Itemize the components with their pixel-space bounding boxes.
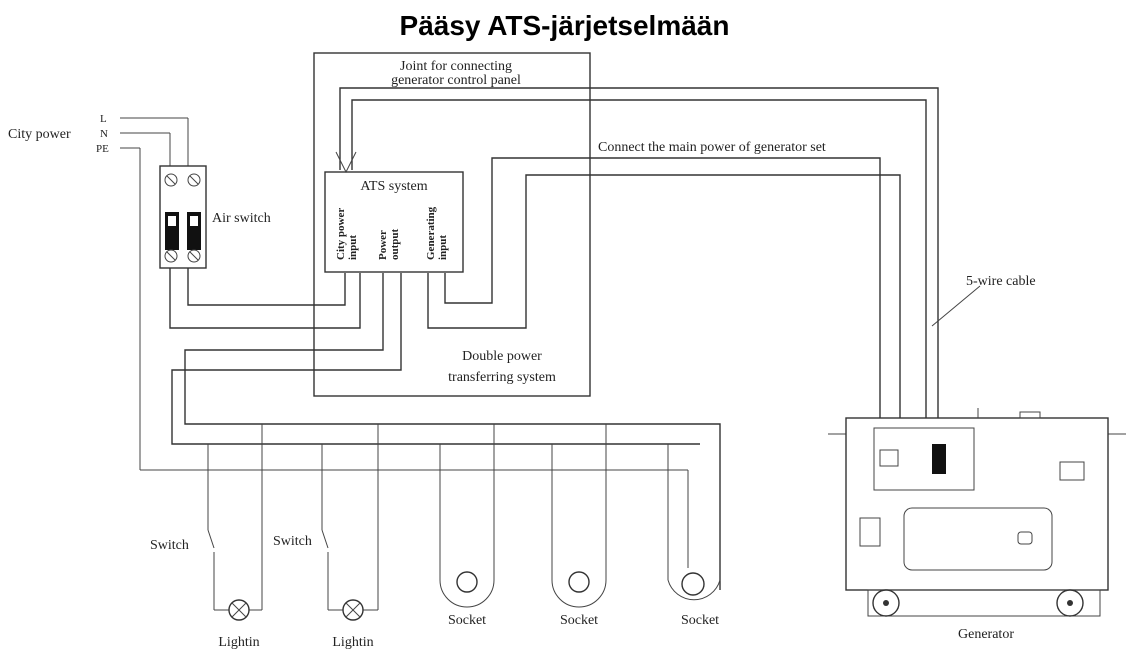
socket-label-1: Socket	[448, 613, 486, 628]
connect-main-label: Connect the main power of generator set	[598, 140, 826, 155]
line-l-label: L	[100, 113, 107, 125]
plug-icon	[879, 449, 899, 467]
socket-icon-2	[568, 571, 590, 593]
connector-icon	[932, 444, 946, 474]
socket-label-2: Socket	[560, 613, 598, 628]
generator-label: Generator	[958, 627, 1014, 642]
lighting-label-2: Lightin	[332, 635, 373, 650]
city-power-input-line2: input	[347, 235, 359, 260]
air-switch	[159, 165, 207, 269]
ats-system-label: ATS system	[360, 179, 427, 194]
switch-label-1: Switch	[150, 538, 189, 553]
socket-label-3: Socket	[681, 613, 719, 628]
socket-icon-1	[456, 571, 478, 593]
five-wire-leader	[931, 285, 981, 327]
power-output-line1: Power	[377, 230, 389, 260]
power-output-line2: output	[389, 228, 401, 260]
double-power-label-line2: transferring system	[448, 370, 556, 385]
socket-icon-3	[681, 572, 705, 596]
air-switch-label: Air switch	[212, 211, 271, 226]
page-title: Pääsy ATS-järjetselmään	[399, 10, 730, 41]
lighting-label-1: Lightin	[218, 635, 259, 650]
double-power-label-line1: Double power	[462, 349, 542, 364]
switch-label-2: Switch	[273, 534, 312, 549]
city-power-lines	[120, 117, 688, 471]
joint-label-line2: generator control panel	[391, 73, 521, 88]
generating-input-wires	[427, 157, 901, 418]
joint-label-line1: Joint for connecting	[400, 59, 512, 74]
breaker-to-ats-wires	[169, 268, 361, 329]
generating-input-line1: Generating	[425, 206, 437, 260]
power-output-wires	[171, 273, 721, 590]
generating-input-line2: input	[437, 235, 449, 260]
load-circuits	[207, 424, 721, 621]
five-wire-cable-label: 5-wire cable	[966, 274, 1036, 289]
control-panel-cable	[335, 87, 939, 440]
ats-system-box	[324, 171, 464, 273]
double-power-box	[313, 52, 591, 397]
city-power-input-line1: City power	[335, 208, 347, 260]
generator-illustration	[828, 408, 1126, 617]
line-pe-label: PE	[96, 143, 109, 155]
city-power-label: City power	[8, 127, 71, 142]
line-n-label: N	[100, 128, 108, 140]
